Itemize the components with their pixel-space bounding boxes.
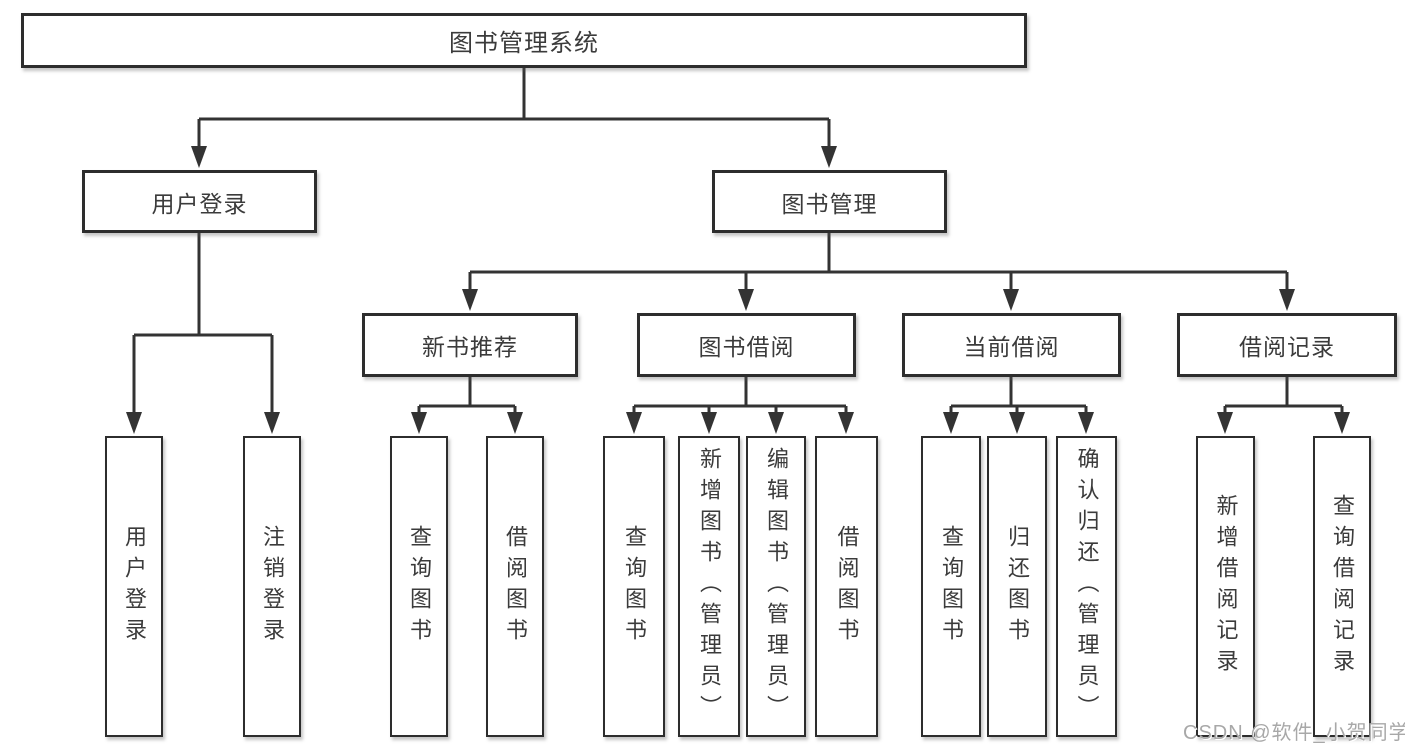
- leaf-add-book-admin: 新增图书（管理员）: [678, 436, 740, 737]
- leaf-logout: 注销登录: [243, 436, 301, 737]
- arrow-down-icon: [191, 146, 207, 168]
- node-label: 图书管理: [781, 190, 878, 217]
- arrow-down-icon: [1078, 412, 1094, 434]
- arrow-down-icon: [1217, 412, 1233, 434]
- node-label: 借阅图书: [834, 524, 860, 649]
- node-label: 确认归还（管理员）: [1074, 447, 1100, 726]
- arrow-down-icon: [411, 412, 427, 434]
- leaf-search-books-borrowing: 查询图书: [603, 436, 665, 737]
- node-user-login: 用户登录: [82, 170, 317, 233]
- node-label: 图书借阅: [698, 334, 795, 360]
- arrow-down-icon: [462, 289, 478, 311]
- arrow-down-icon: [943, 412, 959, 434]
- arrow-down-icon: [1334, 412, 1350, 434]
- node-library-management-system: 图书管理系统: [21, 13, 1027, 68]
- arrow-down-icon: [821, 146, 837, 168]
- node-label: 注销登录: [260, 524, 285, 649]
- arrow-down-icon: [701, 412, 717, 434]
- arrow-down-icon: [1003, 289, 1019, 311]
- connector-root: [197, 68, 831, 150]
- node-new-book-recommendation: 新书推荐: [362, 313, 578, 377]
- arrow-down-icon: [507, 412, 523, 434]
- leaf-search-books-recommend: 查询图书: [390, 436, 448, 737]
- node-label: 新增借阅记录: [1213, 493, 1239, 680]
- arrow-down-icon: [264, 412, 280, 434]
- connector-current-borrowing: [949, 377, 1088, 416]
- node-label: 新书推荐: [422, 334, 518, 360]
- node-label: 用户登录: [151, 190, 248, 217]
- node-label: 当前借阅: [963, 334, 1060, 360]
- leaf-borrow-books: 借阅图书: [815, 436, 878, 737]
- arrow-down-icon: [768, 412, 784, 434]
- connector-book-management: [468, 233, 1289, 293]
- leaf-confirm-return-admin: 确认归还（管理员）: [1056, 436, 1117, 737]
- node-book-borrowing: 图书借阅: [637, 313, 856, 377]
- node-label: 查询借阅记录: [1330, 493, 1355, 680]
- leaf-add-borrow-record: 新增借阅记录: [1196, 436, 1255, 737]
- connector-book-borrowing: [632, 377, 848, 416]
- arrow-down-icon: [838, 412, 854, 434]
- connector-user-login: [132, 233, 274, 416]
- node-label: 查询图书: [939, 524, 964, 649]
- connector-borrowing-records: [1223, 377, 1344, 416]
- node-label: 图书管理系统: [449, 30, 599, 57]
- node-label: 借阅记录: [1239, 334, 1335, 360]
- arrow-down-icon: [126, 412, 142, 434]
- node-label: 查询图书: [407, 524, 432, 649]
- arrow-down-icon: [738, 289, 754, 311]
- node-borrowing-records: 借阅记录: [1177, 313, 1397, 377]
- connector-new-book-recommendation: [417, 377, 517, 416]
- leaf-search-borrow-record: 查询借阅记录: [1313, 436, 1371, 737]
- csdn-watermark: CSDN @软件_小贺同学: [1183, 722, 1405, 744]
- node-label: 用户登录: [122, 524, 147, 649]
- node-label: 查询图书: [622, 524, 647, 649]
- arrow-down-icon: [1279, 289, 1295, 311]
- arrow-down-icon: [1009, 412, 1025, 434]
- leaf-borrow-books-recommend: 借阅图书: [486, 436, 544, 737]
- leaf-user-login: 用户登录: [105, 436, 163, 737]
- node-current-borrowing: 当前借阅: [902, 313, 1121, 377]
- node-label: 新增图书（管理员）: [697, 447, 722, 726]
- node-label: 借阅图书: [503, 524, 528, 649]
- leaf-edit-book-admin: 编辑图书（管理员）: [746, 436, 806, 737]
- leaf-return-books: 归还图书: [987, 436, 1047, 737]
- node-label: 归还图书: [1005, 524, 1030, 649]
- arrow-down-icon: [626, 412, 642, 434]
- node-book-management: 图书管理: [712, 170, 947, 233]
- leaf-search-books-current: 查询图书: [921, 436, 981, 737]
- node-label: 编辑图书（管理员）: [764, 447, 789, 726]
